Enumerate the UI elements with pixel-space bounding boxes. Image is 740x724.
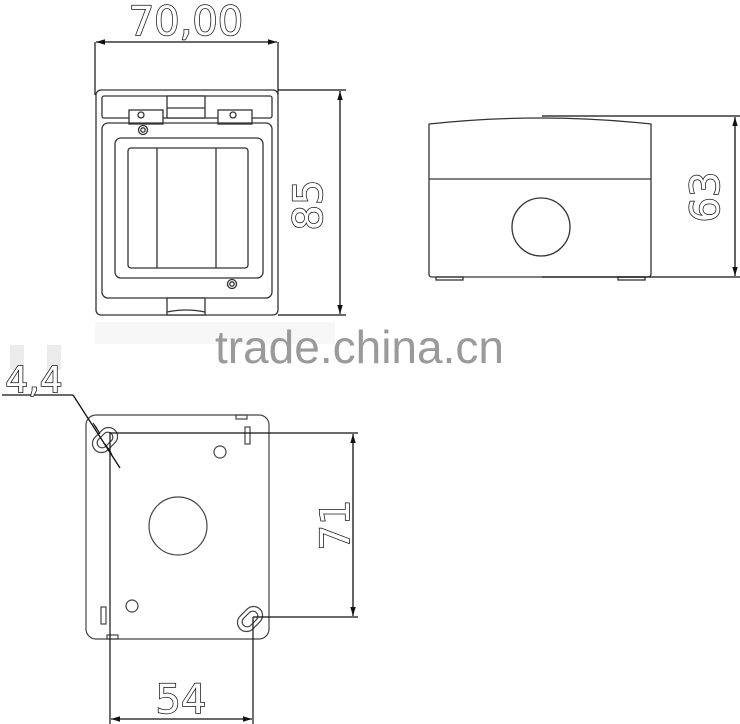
mounting-hole-top-left [91, 426, 119, 454]
dim-label-63: 63 [683, 172, 729, 223]
base-outline [85, 414, 270, 640]
height-dimension-63 [542, 115, 740, 278]
dim-label-4-4: 4,4 [5, 360, 62, 401]
front-view [94, 39, 346, 316]
center-hole [148, 496, 208, 556]
cable-entry-hole [511, 197, 571, 257]
side-outline [428, 117, 652, 278]
width-dimension [94, 39, 279, 95]
height-dimension-85 [278, 89, 346, 316]
cover-window [114, 137, 264, 279]
switch-rocker [127, 147, 249, 269]
dim-label-70: 70,00 [129, 0, 244, 45]
back-view [85, 414, 270, 640]
dim-label-54: 54 [156, 677, 207, 723]
side-view [428, 115, 740, 281]
back-dimensions [2, 394, 358, 724]
watermark-blur [95, 322, 335, 344]
dim-label-71: 71 [313, 500, 359, 551]
dim-label-85: 85 [286, 180, 332, 231]
mounting-hole-bottom-right [236, 605, 264, 633]
watermark-text: trade.china.cn [215, 321, 504, 373]
